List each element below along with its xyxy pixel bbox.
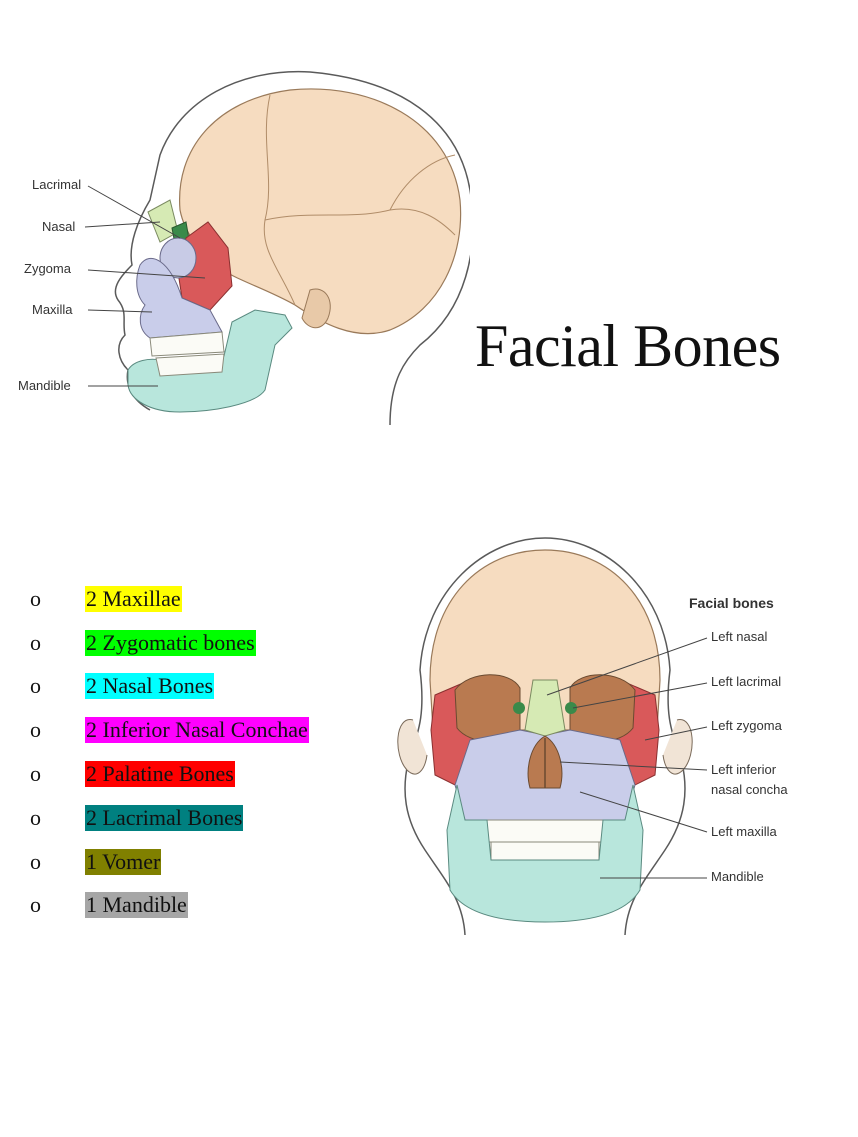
- bone-list-text: 1 Vomer: [85, 848, 162, 875]
- bone-list-item: o 2 Nasal Bones: [30, 665, 309, 709]
- frontal-skull-figure: Facial bones Left nasal Left lacrimal Le…: [395, 530, 835, 940]
- lateral-leader-lines: [84, 185, 206, 387]
- label-left-inferior: Left inferior: [711, 762, 777, 777]
- bullet-marker: o: [30, 892, 41, 918]
- lambdoid-suture: [389, 154, 456, 211]
- bone-list-item: o 2 Palatine Bones: [30, 752, 309, 796]
- orbit: [159, 237, 197, 279]
- label-frontal-mandible: Mandible: [711, 869, 764, 884]
- frontal-lower-teeth: [490, 841, 600, 861]
- frontal-nasal-bones: [524, 679, 566, 737]
- bone-list: o 2 Maxillae o 2 Zygomatic bones o 2 Nasal Bo…: [30, 577, 309, 927]
- maxilla-bone: [136, 257, 223, 339]
- label-zygoma: Zygoma: [24, 261, 71, 276]
- label-mandible: Mandible: [18, 378, 71, 393]
- bone-list-text: 1 Mandible: [85, 892, 188, 919]
- frontal-leader-lines: [546, 637, 708, 879]
- bone-list-text: 2 Zygomatic bones: [85, 629, 256, 656]
- bone-list-item: o 2 Zygomatic bones: [30, 621, 309, 665]
- frontal-skull-illustration: [397, 537, 708, 936]
- bullet-marker: o: [30, 585, 41, 611]
- bullet-marker: o: [30, 848, 41, 874]
- bone-list-item: o 2 Lacrimal Bones: [30, 796, 309, 840]
- label-left-lacrimal: Left lacrimal: [711, 674, 782, 689]
- head-outline: [114, 70, 474, 426]
- left-lacrimal: [565, 702, 577, 714]
- bullet-marker: o: [30, 761, 41, 787]
- frontal-mandible: [446, 784, 644, 923]
- slide-title: Facial Bones: [475, 313, 781, 379]
- bone-list-text: 2 Nasal Bones: [85, 673, 215, 700]
- bone-list-item: o 1 Mandible: [30, 884, 309, 928]
- bullet-marker: o: [30, 629, 41, 655]
- cranium: [178, 88, 462, 335]
- label-left-maxilla: Left maxilla: [711, 824, 777, 839]
- bone-list-item: o 2 Inferior Nasal Conchae: [30, 708, 309, 752]
- mastoid: [301, 288, 331, 329]
- label-maxilla: Maxilla: [32, 302, 73, 317]
- label-left-nasal: Left nasal: [711, 629, 768, 644]
- label-left-zygoma: Left zygoma: [711, 718, 782, 733]
- facial-bones-heading: Facial bones: [689, 595, 774, 611]
- bone-list-text: 2 Lacrimal Bones: [85, 804, 244, 831]
- frontal-upper-teeth: [486, 819, 604, 843]
- right-ear: [662, 719, 693, 775]
- upper-teeth: [149, 331, 225, 357]
- label-lacrimal: Lacrimal: [32, 177, 82, 192]
- lateral-skull-illustration: [84, 70, 474, 426]
- bullet-marker: o: [30, 673, 41, 699]
- bone-list-item: o 2 Maxillae: [30, 577, 309, 621]
- label-nasal: Nasal: [42, 219, 76, 234]
- lateral-skull-figure: Lacrimal Nasal Zygoma Maxilla Mandible: [10, 60, 474, 430]
- bone-list-text: 2 Palatine Bones: [85, 761, 235, 788]
- left-ear: [397, 719, 428, 775]
- label-nasal-concha: nasal concha: [711, 782, 788, 797]
- bullet-marker: o: [30, 804, 41, 830]
- bone-list-text: 2 Maxillae: [85, 585, 182, 612]
- bone-list-text: 2 Inferior Nasal Conchae: [85, 717, 309, 744]
- lower-teeth: [155, 353, 225, 377]
- frontal-head-outline: [404, 537, 686, 936]
- bone-list-item: o 1 Vomer: [30, 840, 309, 884]
- squamous-suture: [264, 208, 456, 236]
- bullet-marker: o: [30, 717, 41, 743]
- right-lacrimal: [513, 702, 525, 714]
